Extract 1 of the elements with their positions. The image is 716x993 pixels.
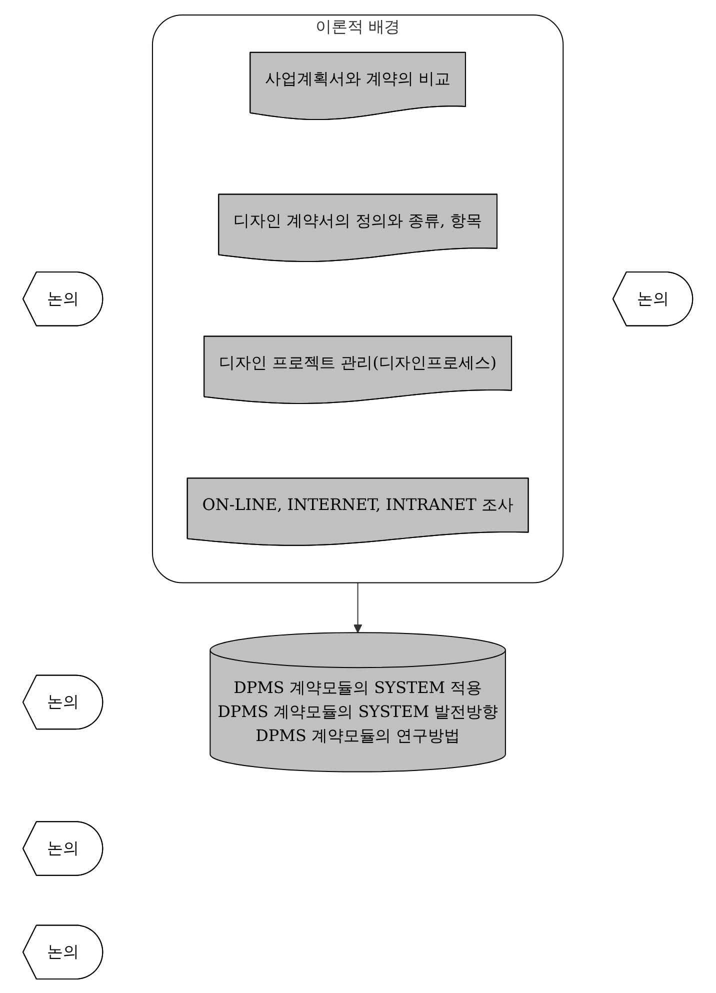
arrow [354,582,362,632]
